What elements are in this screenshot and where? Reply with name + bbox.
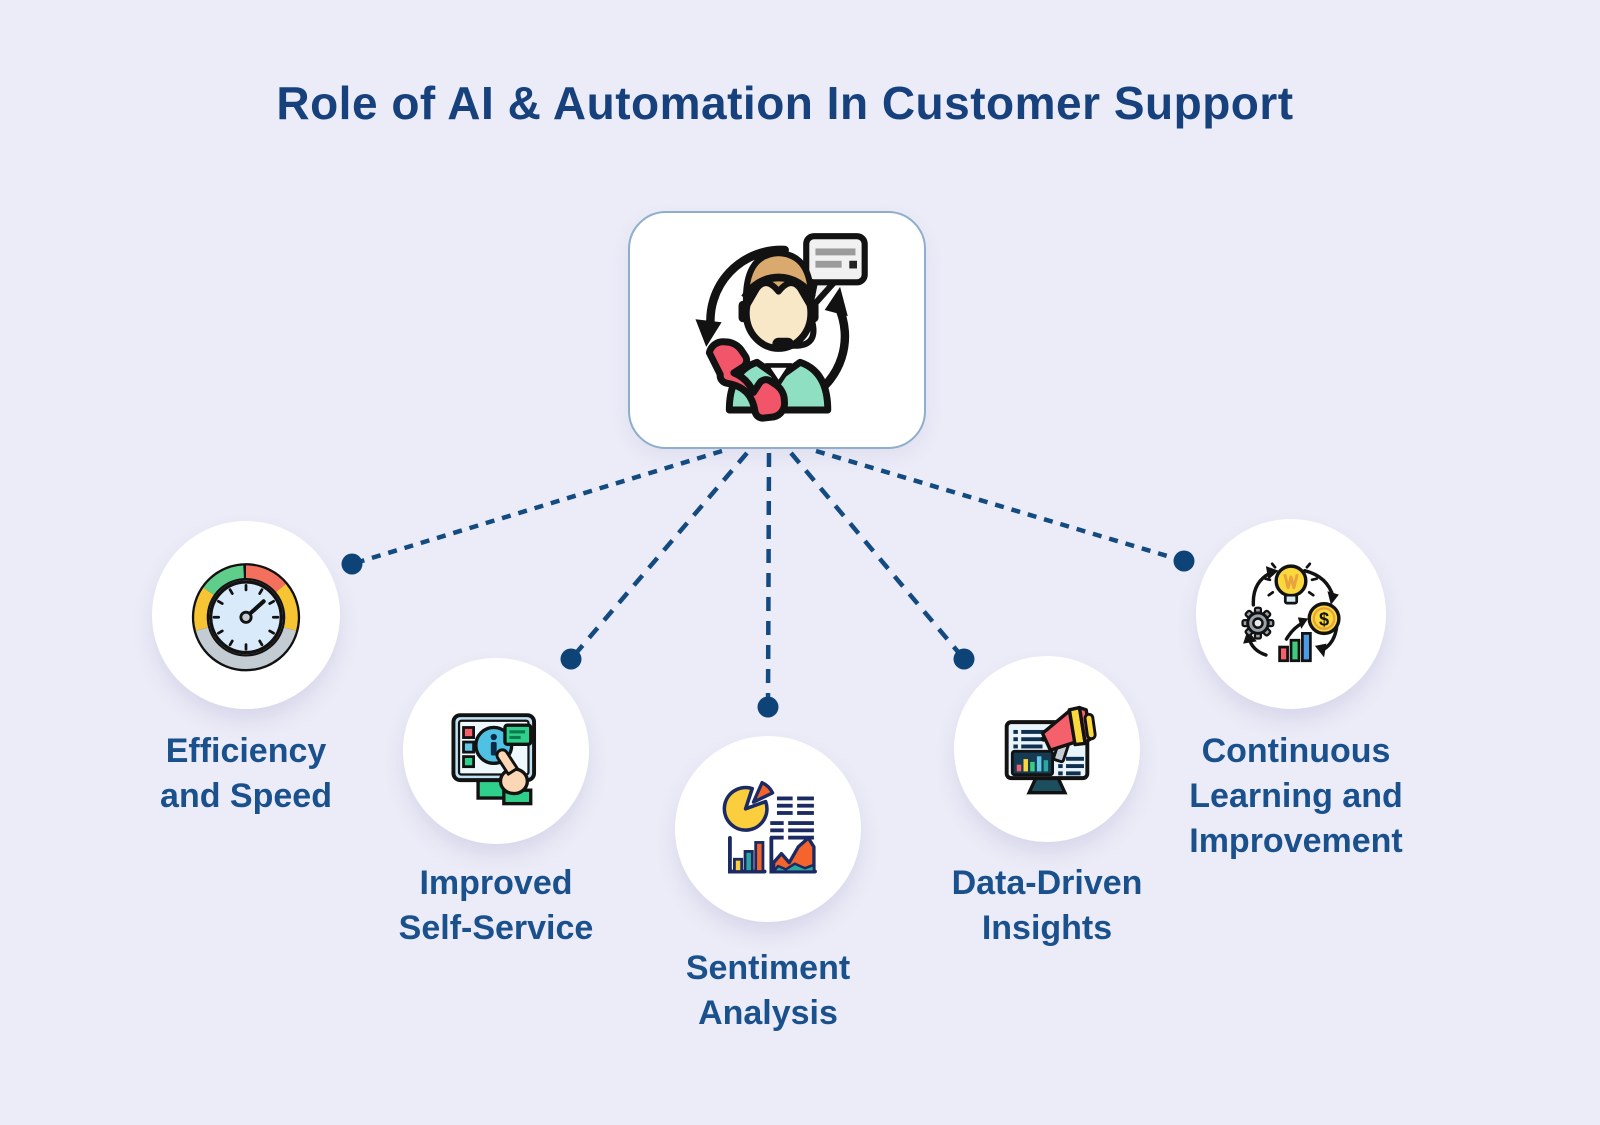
label-efficiency-and-speed: Efficiency and Speed (160, 732, 332, 815)
connector-line-insights (789, 451, 966, 661)
connector-line-efficiency (351, 448, 723, 567)
monitor-megaphone-icon (1004, 705, 1097, 795)
connector-line-learning (815, 448, 1185, 564)
center-node-card (628, 211, 926, 449)
speedometer-icon (191, 563, 301, 672)
page-title: Role of AI & Automation In Customer Supp… (276, 77, 1294, 129)
label-data-driven-insights: Data-Driven Insights (951, 864, 1143, 947)
label-sentiment-analysis: Sentiment Analysis (685, 949, 851, 1032)
analytics-charts-icon (722, 780, 817, 874)
svg-text:$: $ (1319, 608, 1329, 629)
node-efficiency-and-speed (152, 521, 340, 709)
connector-line-self-service (569, 451, 749, 661)
label-continuous-learning: Continuous Learning and Improvement (1189, 732, 1403, 860)
connector-line-sentiment (765, 452, 772, 706)
connector-dot (341, 553, 363, 575)
label-improved-self-service: Improved Self-Service (398, 864, 594, 947)
connector-dot (560, 648, 582, 670)
node-data-driven-insights (954, 656, 1140, 842)
learning-cycle-icon: $ (1241, 562, 1341, 663)
node-sentiment-analysis (675, 736, 861, 922)
node-continuous-learning: $ (1196, 519, 1386, 709)
connector-dot (953, 648, 975, 670)
connector-dot (1173, 550, 1195, 572)
connector-dot (757, 696, 779, 718)
self-service-tablet-icon (451, 713, 537, 806)
node-improved-self-service (403, 658, 589, 844)
customer-support-agent-icon (695, 233, 868, 422)
